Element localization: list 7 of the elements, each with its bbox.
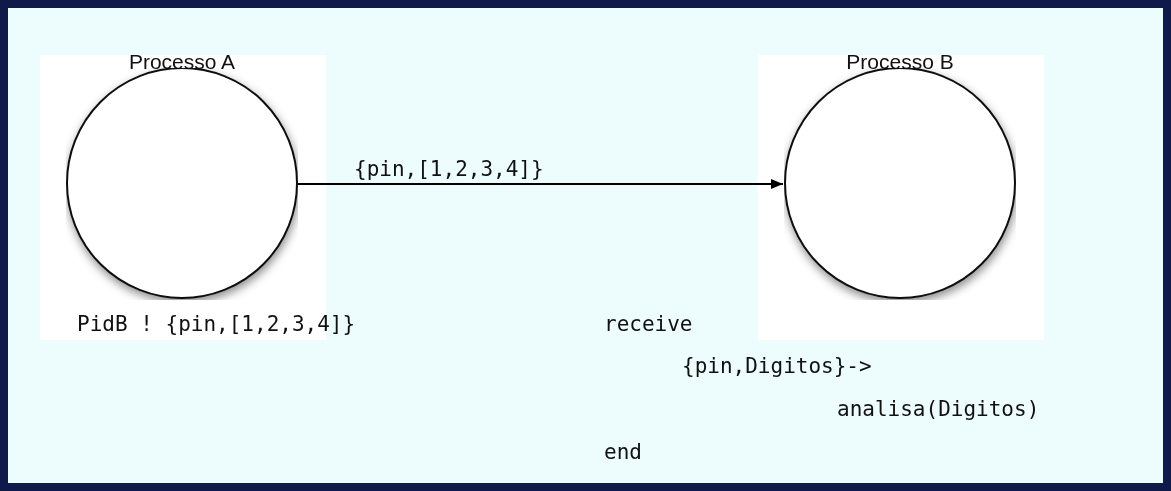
code-line: PidB ! {pin,[1,2,3,4]} — [77, 312, 356, 336]
process-title: Processo A — [128, 55, 236, 69]
code-line: analisa(Digitos) — [837, 397, 1040, 421]
process-title: Processo B — [846, 55, 954, 69]
code-line: {pin,Digitos}-> — [682, 354, 872, 378]
code-line: receive — [604, 312, 693, 336]
code-line: end — [604, 440, 642, 464]
